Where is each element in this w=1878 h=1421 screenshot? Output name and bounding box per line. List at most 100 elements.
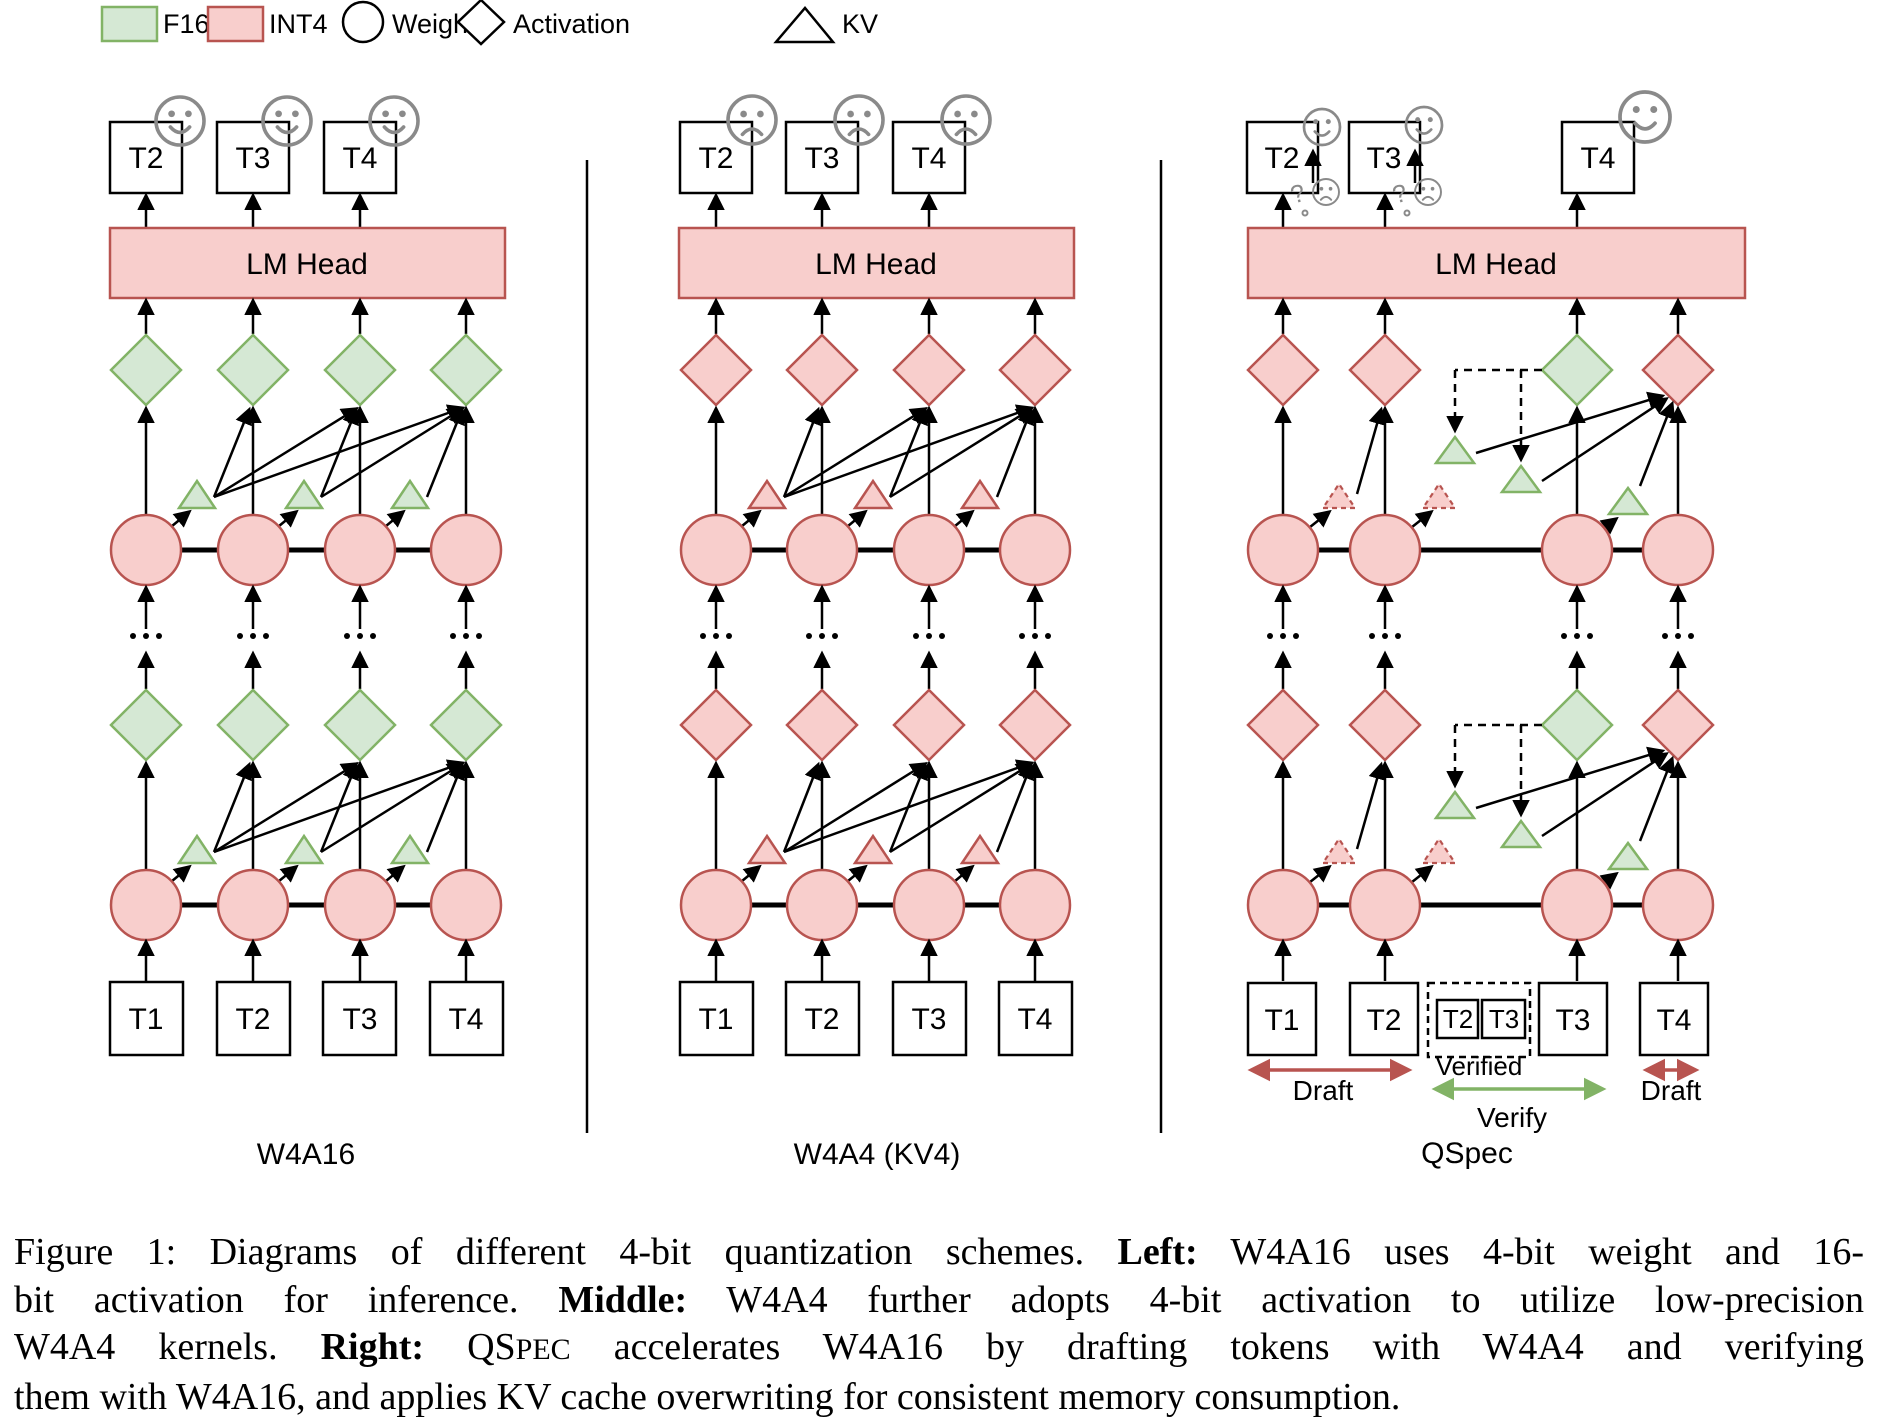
diagram-qspec: T2 T3 T4 ? ? LM Head [1247,92,1745,1170]
caption-line: Figure 1: Diagrams of different 4-bit qu… [14,1229,1864,1277]
input-token-arrows [1283,942,1678,981]
weight-circle-int4 [787,870,857,940]
weight-circle-int4 [1248,515,1318,585]
weight-circle-int4 [1000,870,1070,940]
activation-diamond-int4 [1248,690,1318,760]
kv-triangle-f16 [1609,488,1647,514]
output-token-label: T3 [1366,142,1401,175]
lower-layer [1248,690,1713,940]
activation-diamond-int4 [1350,335,1420,405]
verified-label: Verified [1436,1051,1523,1081]
output-token-label: T3 [235,142,270,175]
into-lm-arrows [716,301,1035,334]
activation-diamond-int4 [1350,690,1420,760]
weight-circle-int4 [111,515,181,585]
diagram-w4a16: T2 T3 T4 LM Head [110,97,505,1171]
activation-diamond-f16 [218,335,288,405]
lm-head-label: LM Head [246,248,368,281]
draft-label: Draft [1293,1075,1354,1106]
kv-triangle-int4 [855,481,891,508]
input-token-arrows [146,942,466,981]
input-token-label: T4 [448,1003,483,1036]
input-token-label: T3 [911,1003,946,1036]
output-token-label: T2 [698,142,733,175]
weight-circle-int4 [1542,870,1612,940]
kv-triangle-draft-int4 [1323,839,1355,863]
activation-diamond-int4 [787,335,857,405]
activation-diamond-f16 [111,690,181,760]
kv-triangle-f16 [286,836,322,863]
kv-triangle-draft-int4 [1423,839,1455,863]
kv-triangle-int4 [962,836,998,863]
caption-line: W4A4 kernels. Right: QSPEC accelerates W… [14,1324,1864,1374]
kv-triangle-verified-f16 [1436,437,1474,463]
activation-diamond-f16 [1542,335,1612,405]
weight-circle-int4 [1248,870,1318,940]
legend: F16 INT4 Weight Activation KV [102,0,878,44]
kv-triangle-verified-f16 [1436,792,1474,818]
weight-circle-int4 [1350,515,1420,585]
weight-legend-icon [343,2,383,42]
weight-circle-int4 [894,515,964,585]
activation-diamond-int4 [894,335,964,405]
activation-diamond-int4 [1000,335,1070,405]
kv-triangle-draft-int4 [1323,484,1355,508]
question-dot-icon [1405,211,1410,216]
lm-head-label: LM Head [815,248,937,281]
activation-diamond-f16 [431,690,501,760]
output-token-label: T2 [128,142,163,175]
lower-layer [111,690,501,940]
kv-triangle-int4 [749,836,785,863]
input-token-label: T2 [1366,1004,1401,1037]
input-token-label: T1 [128,1003,163,1036]
lower-layer [681,690,1070,940]
activation-diamond-f16 [325,335,395,405]
output-token-label: T4 [911,142,946,175]
upper-layer [111,335,501,585]
kv-legend-icon [776,8,833,42]
weight-circle-int4 [431,515,501,585]
input-token-label: T2 [235,1003,270,1036]
input-token-label: T1 [1264,1004,1299,1037]
diagram-title: QSpec [1421,1137,1513,1170]
upper-layer [681,335,1070,585]
layer-ellipsis [700,588,1051,689]
activation-diamond-int4 [894,690,964,760]
input-token-arrows [716,942,1035,981]
into-lm-arrows [146,301,466,334]
kv-triangle-verified-f16 [1502,821,1540,847]
smiley-face-icon [1620,92,1670,142]
activation-diamond-int4 [1248,335,1318,405]
kv-triangle-f16 [1609,843,1647,869]
into-lm-arrows [1283,301,1678,334]
lm-head-arrows [716,196,929,227]
weight-circle-int4 [325,515,395,585]
activation-diamond-int4 [787,690,857,760]
weight-circle-int4 [681,870,751,940]
weight-circle-int4 [431,870,501,940]
activation-diamond-f16 [325,690,395,760]
weight-circle-int4 [111,870,181,940]
upper-layer [1248,335,1713,585]
lm-head-arrows [1283,196,1577,227]
weight-circle-int4 [1542,515,1612,585]
weight-circle-int4 [1000,515,1070,585]
output-token-label: T4 [342,142,377,175]
activation-diamond-int4 [1643,335,1713,405]
activation-diamond-f16 [218,690,288,760]
diagram-title: W4A4 (KV4) [794,1138,961,1171]
weight-circle-int4 [325,870,395,940]
weight-circle-int4 [1350,870,1420,940]
diagram-title: W4A16 [257,1138,355,1171]
input-token-label: T4 [1656,1004,1691,1037]
kv-triangle-f16 [179,836,215,863]
f16-legend-label: F16 [163,9,210,39]
figure-1-diagram: F16 INT4 Weight Activation KV T2 T3 T4 L… [0,0,1878,1210]
question-dot-icon [1303,211,1308,216]
caption-line: bit activation for inference. Middle: W4… [14,1277,1864,1325]
weight-circle-int4 [218,870,288,940]
output-token-label: T4 [1580,142,1615,175]
kv-triangle-int4 [962,481,998,508]
activation-diamond-int4 [1000,690,1070,760]
activation-diamond-int4 [681,690,751,760]
